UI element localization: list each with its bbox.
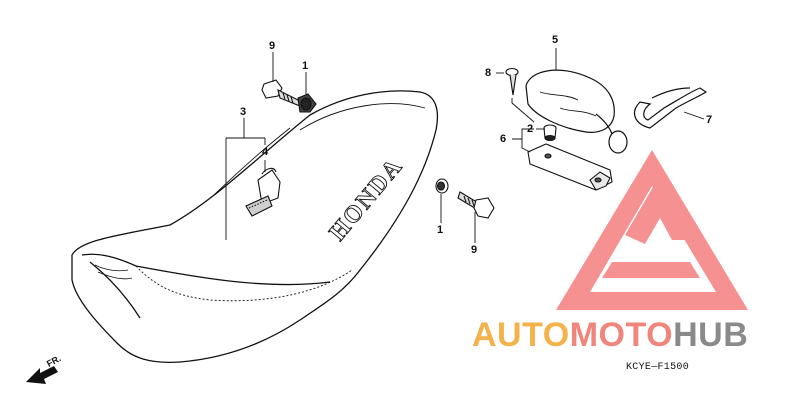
collar [543, 124, 557, 142]
callout-1-right: 1 [437, 224, 444, 236]
nut-right [435, 178, 449, 194]
callout-9-right: 9 [471, 244, 478, 256]
tool-bag [525, 69, 628, 154]
callout-9-left: 9 [269, 40, 276, 52]
callout-2: 2 [527, 123, 534, 135]
leader-lines [225, 48, 705, 243]
watermark-logo [556, 150, 748, 310]
screw [505, 67, 519, 96]
band-strap [633, 87, 708, 129]
bracket [527, 143, 613, 191]
watermark-part-hub: HUB [673, 316, 749, 354]
watermark-part-moto: MOTO [569, 316, 674, 354]
watermark-part-auto: AUTO [472, 316, 570, 354]
callout-7: 7 [706, 114, 713, 126]
seat-clip [245, 167, 281, 217]
callout-3: 3 [240, 106, 247, 118]
front-arrow-icon [26, 366, 58, 384]
seat [71, 90, 439, 364]
callout-1-left: 1 [302, 60, 309, 72]
drawing-code: KCYE—F1500 [626, 362, 690, 373]
callout-8: 8 [485, 67, 492, 79]
bolt-right [457, 191, 495, 219]
watermark-text: AUTOMOTOHUB [472, 316, 748, 355]
callout-6: 6 [500, 133, 507, 145]
nut-left [297, 93, 317, 113]
bolt-left [261, 79, 301, 107]
callout-4: 4 [262, 146, 269, 158]
callout-5: 5 [552, 34, 559, 46]
